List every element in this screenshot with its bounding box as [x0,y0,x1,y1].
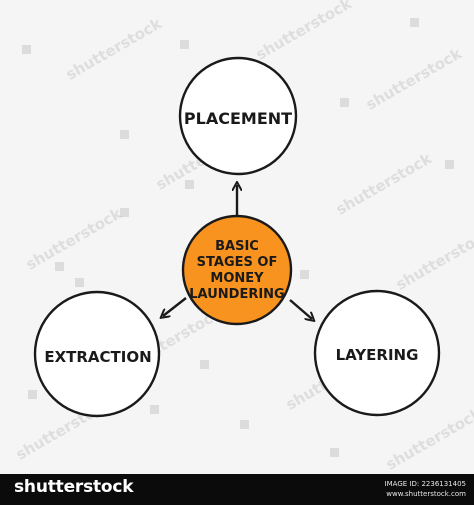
node-extraction: EXTRACTION [33,290,161,418]
center-line-4: LAUNDERING [189,287,284,302]
arrow-to-layering [289,299,312,319]
node-layering: LAYERING [313,289,441,417]
center-line-3: MONEY [210,271,264,286]
footer-site[interactable]: www.shutterstock.com [386,490,466,498]
center-line-1: BASIC [215,239,259,254]
footer-image-id: IMAGE ID: 2236131405 [384,480,466,488]
footer-bar: shutterstock IMAGE ID: 2236131405 www.sh… [0,474,474,505]
node-placement-label: PLACEMENT [184,109,292,128]
node-layering-label: LAYERING [336,346,419,364]
arrow-to-extraction [163,297,187,316]
node-center: BASIC STAGES OF MONEY LAUNDERING [181,214,293,326]
center-line-2: STAGES OF [197,255,278,270]
node-extraction-label: EXTRACTION [44,348,151,366]
footer-brand[interactable]: shutterstock [14,477,134,497]
node-placement: PLACEMENT [178,56,298,176]
diagram: PLACEMENT EXTRACTION LAYERING BASIC STAG… [33,56,441,418]
